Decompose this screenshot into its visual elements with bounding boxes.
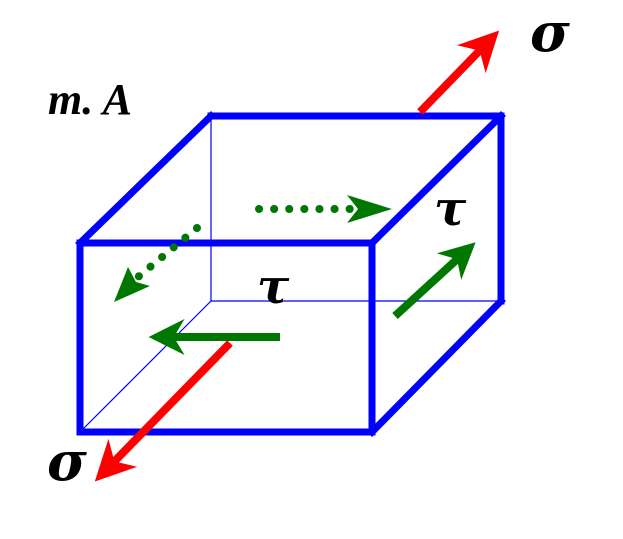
shear-arrow-right-face <box>392 242 476 319</box>
top-right-edge <box>367 111 506 248</box>
normal-stress-arrow-bottom <box>94 340 233 482</box>
shear-arrow-top-face-dotted-head <box>347 195 392 223</box>
tau-label-front-face: τ <box>257 259 290 315</box>
visible-edges <box>75 111 506 437</box>
sigma-label-top: σ <box>530 0 570 64</box>
shear-arrow-left-dotted <box>134 224 201 281</box>
front-face <box>76 239 376 436</box>
top-left-edge <box>75 111 216 248</box>
normal-stress-arrow-top <box>417 30 500 115</box>
sigma-label-bottom: σ <box>47 429 87 493</box>
shear-arrow-left-dotted-head <box>114 267 150 302</box>
bottom-right-edge <box>367 296 506 437</box>
hidden-edge-diagonal <box>79 300 212 433</box>
tau-label-right-face: τ <box>434 181 467 237</box>
point-label: m. A <box>48 75 132 124</box>
